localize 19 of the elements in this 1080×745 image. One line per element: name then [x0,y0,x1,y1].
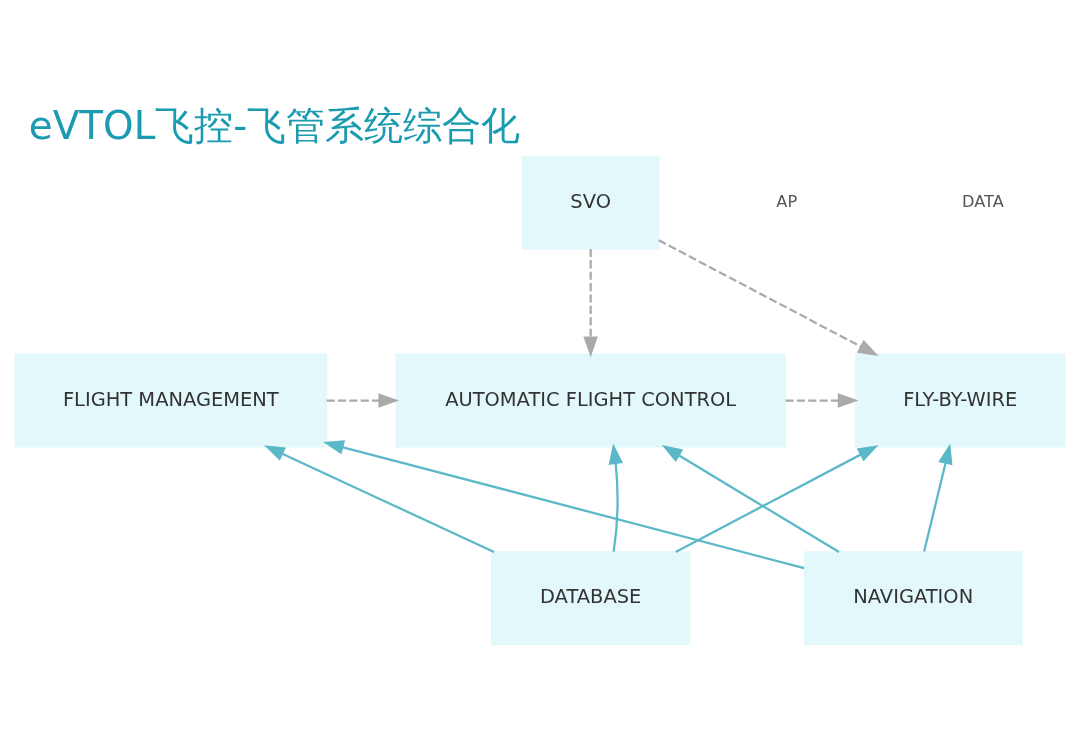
diagram-title: eVTOL飞控-飞管系统综合化 [28,102,521,148]
arrow [675,444,879,553]
arrow [658,238,879,356]
label: DATA [962,191,1004,211]
arrow [785,392,859,408]
arrow [923,442,953,552]
node-box: DATABASE [490,550,691,645]
label: AP [776,191,798,211]
arrow [661,444,840,553]
node-box: SVO [521,155,660,250]
node-box: NAVIGATION [803,550,1023,645]
node-box: AUTOMATIC FLIGHT CONTROL [395,353,786,448]
node-box: FLY-BY-WIRE [854,353,1066,448]
arrow [583,248,598,357]
arrow [326,392,400,408]
arrow [608,442,623,552]
arrow [323,439,805,569]
arrow [264,444,495,553]
node-box: FLIGHT MANAGEMENT [14,353,328,448]
